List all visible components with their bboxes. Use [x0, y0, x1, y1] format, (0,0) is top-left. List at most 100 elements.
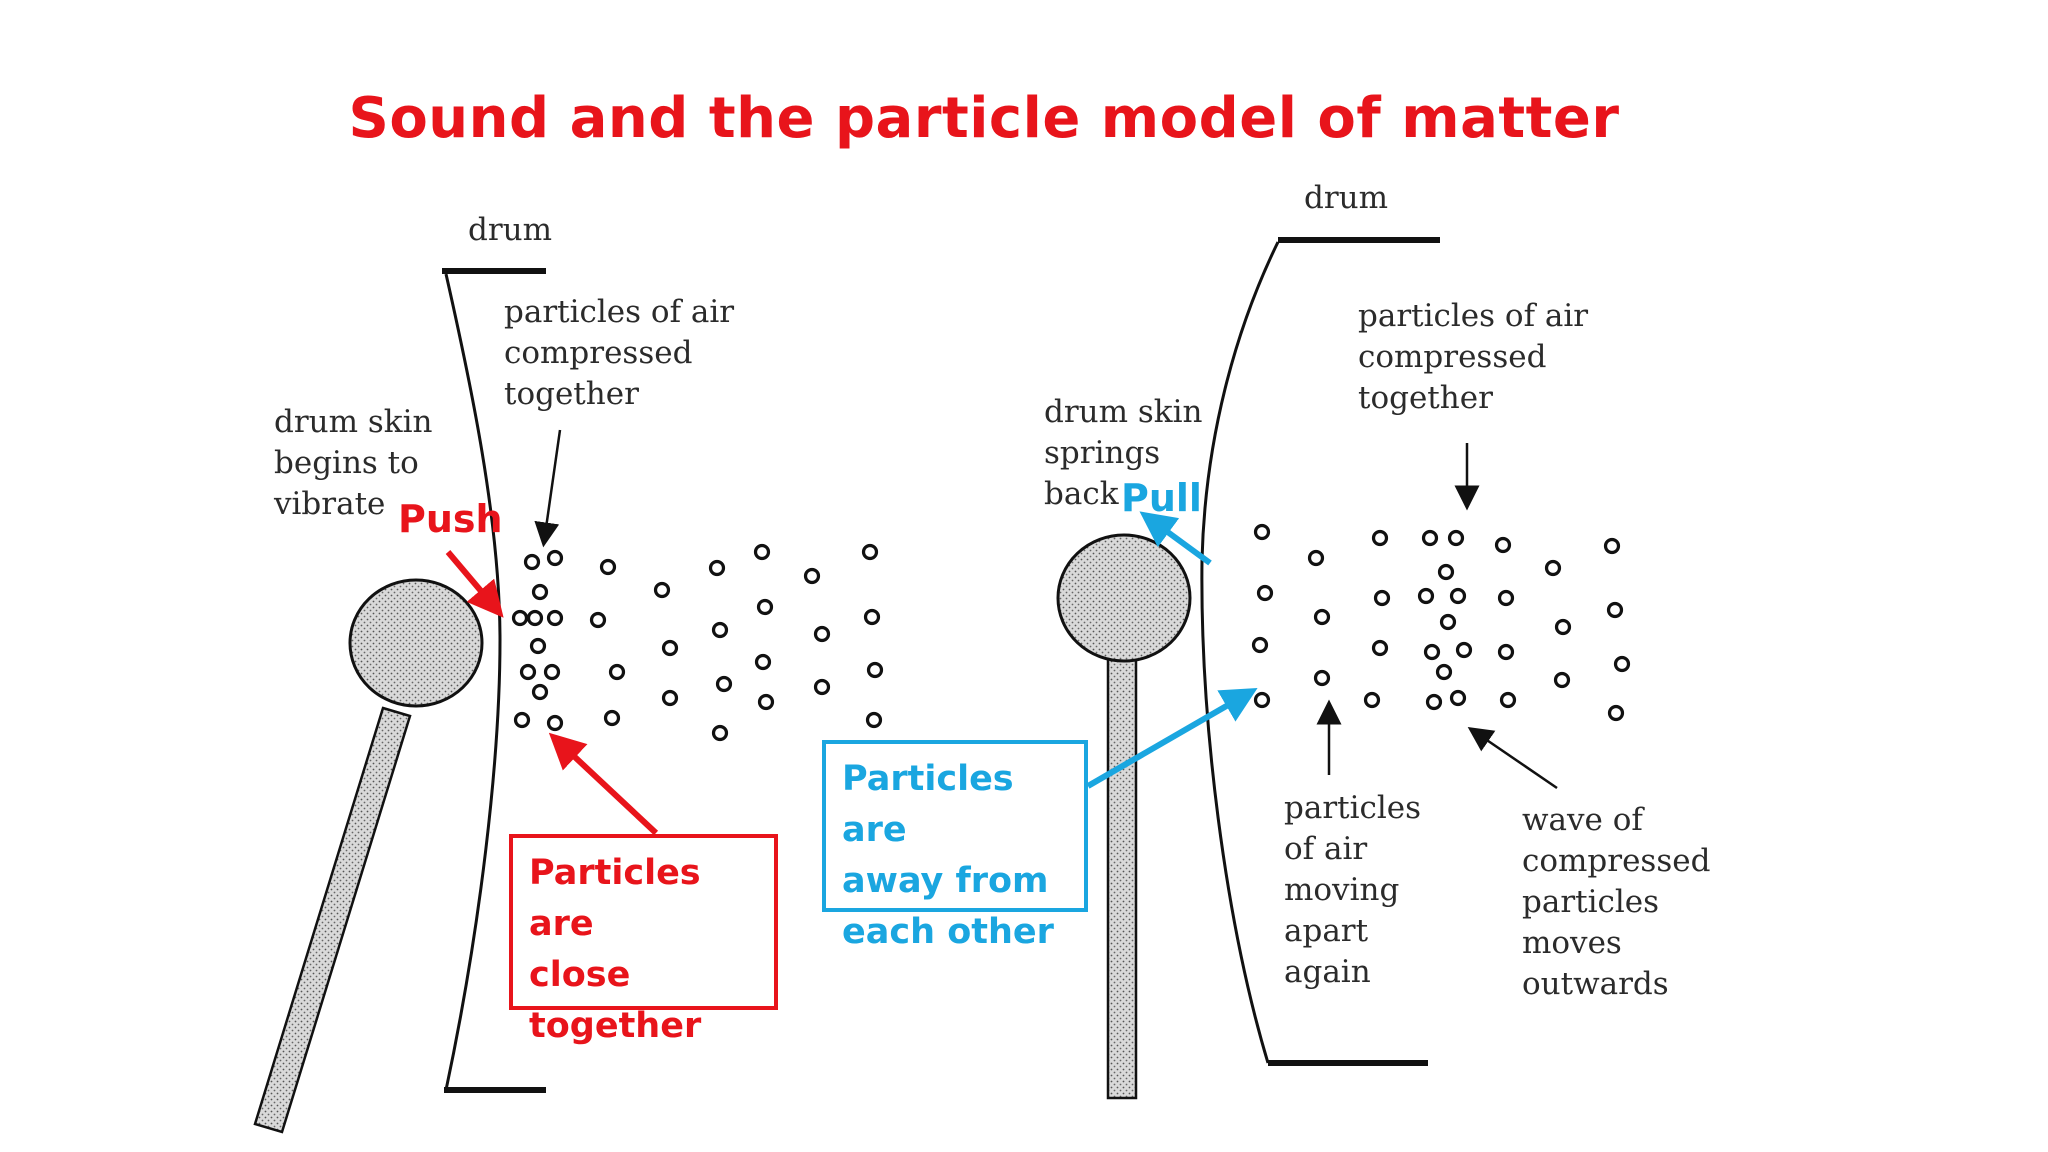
- left-stick-head: [348, 578, 484, 708]
- left-air-particle: [526, 609, 544, 627]
- left-drum-label: drum: [468, 212, 553, 248]
- left-air-particles: [511, 543, 884, 742]
- right-air-particle: [1606, 601, 1624, 619]
- left-air-particle: [861, 543, 879, 561]
- left-drum-skin-label: drum skin begins to vibrate: [274, 404, 433, 522]
- left-air-particle: [661, 689, 679, 707]
- left-air-particle: [813, 678, 831, 696]
- right-air-particle: [1603, 537, 1621, 555]
- left-air-particle: [757, 693, 775, 711]
- moving-apart-label: particles of air moving apart again: [1284, 790, 1422, 990]
- left-air-particle: [608, 663, 626, 681]
- left-air-particle: [529, 637, 547, 655]
- right-air-particle: [1423, 643, 1441, 661]
- pull-arrow: [1139, 511, 1212, 566]
- right-drum: [1200, 237, 1440, 1066]
- left-air-particle: [519, 663, 537, 681]
- left-air-particle: [546, 549, 564, 567]
- left-air-particle: [813, 625, 831, 643]
- right-air-particles: [1251, 523, 1631, 722]
- right-air-particle: [1447, 529, 1465, 547]
- close-together-arrow: [548, 732, 659, 836]
- slide-title: Sound and the particle model of matter: [348, 86, 1620, 151]
- right-air-particle: [1251, 636, 1269, 654]
- left-air-particle: [754, 653, 772, 671]
- right-drum-label: drum: [1304, 180, 1389, 216]
- left-air-particle: [708, 559, 726, 577]
- right-air-particle: [1494, 536, 1512, 554]
- right-air-particle: [1421, 529, 1439, 547]
- right-air-particle: [1313, 669, 1331, 687]
- right-air-particle: [1425, 693, 1443, 711]
- left-air-particle: [803, 567, 821, 585]
- right-air-particle: [1449, 587, 1467, 605]
- right-air-particle: [1313, 608, 1331, 626]
- left-air-particle: [863, 608, 881, 626]
- left-particles-label: particles of air compressed together: [504, 294, 735, 412]
- right-air-particle: [1449, 689, 1467, 707]
- right-air-particle: [1497, 643, 1515, 661]
- right-air-particle: [1363, 691, 1381, 709]
- right-air-particle: [1613, 655, 1631, 673]
- right-air-particle: [1371, 639, 1389, 657]
- left-drum: [442, 268, 546, 1093]
- left-drum-skin: [444, 273, 502, 1091]
- right-air-particle: [1439, 613, 1457, 631]
- left-air-particle: [523, 553, 541, 571]
- left-air-particle: [756, 598, 774, 616]
- left-air-particle: [511, 609, 529, 627]
- left-air-particle: [653, 581, 671, 599]
- right-air-particle: [1499, 691, 1517, 709]
- right-air-particle: [1307, 549, 1325, 567]
- left-air-particle: [546, 714, 564, 732]
- left-air-particle: [866, 661, 884, 679]
- left-air-particle: [513, 711, 531, 729]
- right-drum-skin-label: drum skin springs back: [1044, 394, 1203, 512]
- left-compressed-arrow: [534, 429, 562, 548]
- close-together-callout: Particles are close together: [509, 834, 778, 1046]
- wave-arrow: [1467, 726, 1558, 790]
- left-air-particle: [603, 709, 621, 727]
- right-drum-skin: [1200, 241, 1280, 1064]
- right-air-particle: [1455, 641, 1473, 659]
- wave-label: wave of compressed particles moves outwa…: [1522, 802, 1711, 1002]
- right-air-particle: [1607, 704, 1625, 722]
- away-from-each-other-callout: Particles are away from each other: [822, 740, 1088, 952]
- left-air-particle: [661, 639, 679, 657]
- right-drumstick: [1056, 533, 1192, 1100]
- away-from-each-other-arrow: [1086, 687, 1258, 789]
- right-air-particle: [1435, 663, 1453, 681]
- right-air-particle: [1373, 589, 1391, 607]
- right-air-particle: [1253, 523, 1271, 541]
- left-air-particle: [711, 724, 729, 742]
- left-air-particle: [531, 583, 549, 601]
- left-air-particle: [543, 663, 561, 681]
- left-air-particle: [865, 711, 883, 729]
- push-arrow: [445, 550, 504, 618]
- right-air-particle: [1437, 563, 1455, 581]
- right-air-particle: [1554, 618, 1572, 636]
- right-air-particle: [1544, 559, 1562, 577]
- left-stick-shaft: [253, 706, 412, 1134]
- right-particles-label: particles of air compressed together: [1358, 298, 1589, 416]
- right-air-particle: [1497, 589, 1515, 607]
- right-air-particle: [1371, 529, 1389, 547]
- right-air-particle: [1256, 584, 1274, 602]
- push-label: Push: [398, 497, 503, 541]
- pull-label: Pull: [1121, 476, 1202, 520]
- left-air-particle: [715, 675, 733, 693]
- left-air-particle: [589, 611, 607, 629]
- right-stick-head: [1056, 533, 1192, 663]
- right-air-particle: [1253, 691, 1271, 709]
- left-air-particle: [531, 683, 549, 701]
- left-air-particle: [546, 609, 564, 627]
- right-stick-shaft: [1106, 638, 1138, 1100]
- left-air-particle: [711, 621, 729, 639]
- right-air-particle: [1417, 587, 1435, 605]
- left-drumstick: [253, 578, 484, 1134]
- right-air-particle: [1553, 671, 1571, 689]
- left-air-particle: [599, 558, 617, 576]
- left-air-particle: [753, 543, 771, 561]
